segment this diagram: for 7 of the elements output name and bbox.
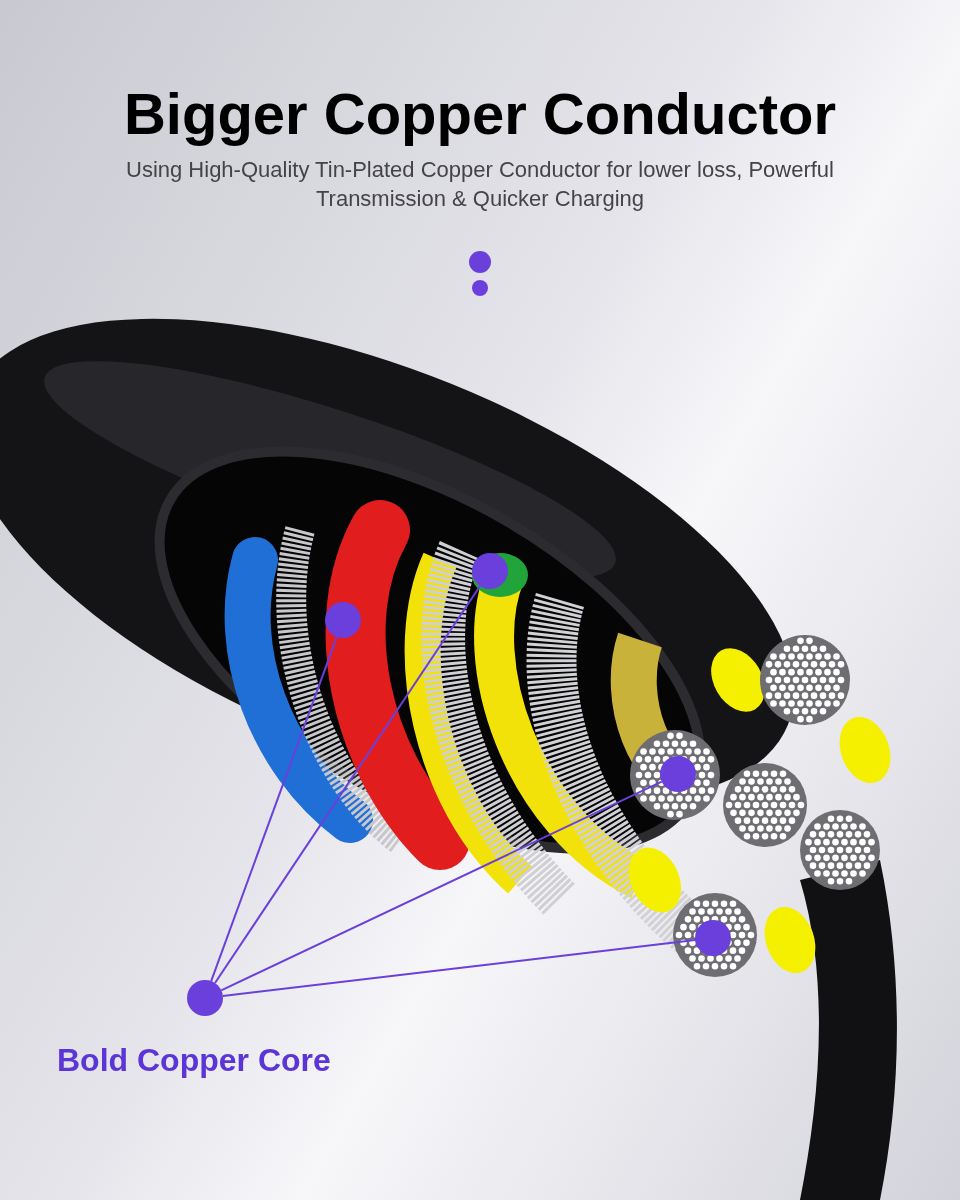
title: Bigger Copper Conductor xyxy=(123,80,837,148)
leader-line xyxy=(221,939,697,997)
callout-label: Bold Copper Core xyxy=(57,1041,331,1080)
leader-line xyxy=(220,780,663,992)
leader-line xyxy=(210,635,338,983)
caption: Using High-Quality Tin-Plated Copper Conductor for lower loss, Powerful Transmission & Quicker Charging xyxy=(125,155,835,213)
leader-line xyxy=(214,584,481,985)
